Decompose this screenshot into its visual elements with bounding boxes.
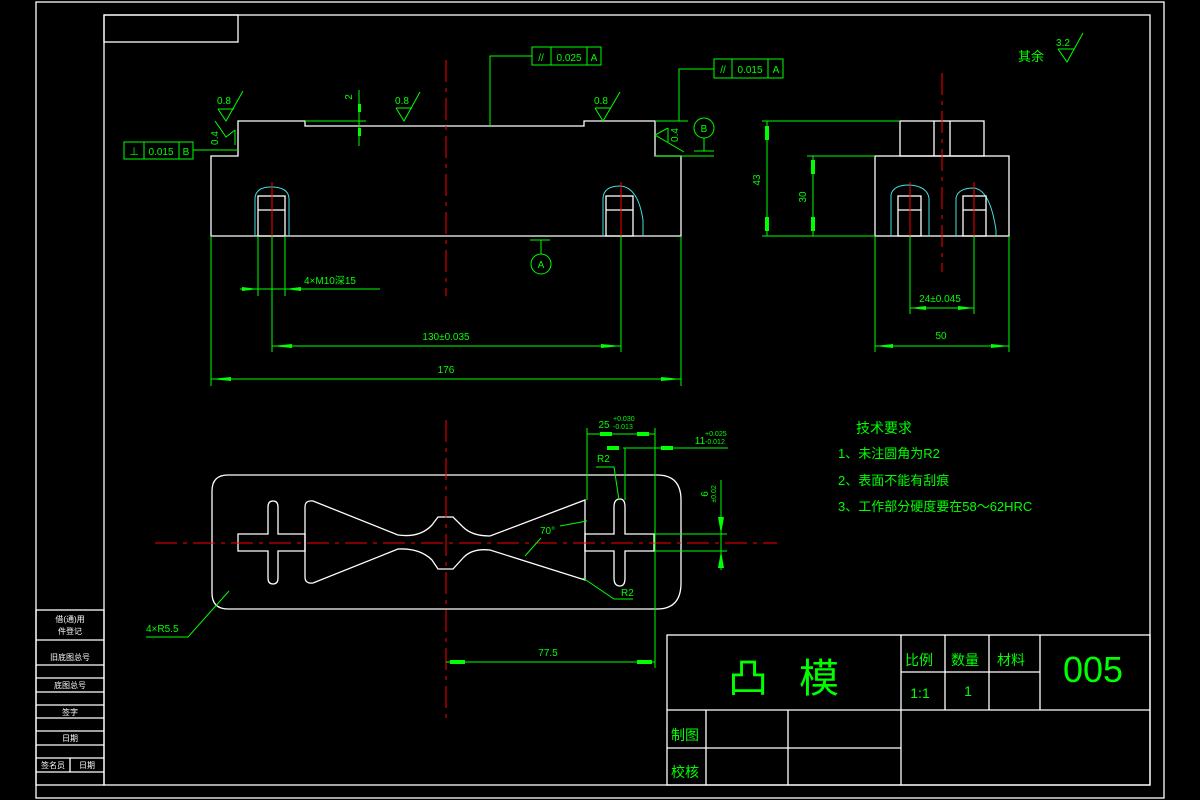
svg-text:⊥: ⊥	[129, 146, 139, 158]
dim-slot-width: 25	[598, 420, 610, 431]
inner-border	[103, 14, 1151, 786]
side-table-row: 签字	[62, 707, 78, 717]
top-view: 25 +0.030 -0.013 11 +0.025 -0.012 6 ±0.0…	[146, 416, 777, 720]
part-name-char: 模	[799, 657, 839, 701]
tech-req-item: 1、未注圆角为R2	[838, 446, 940, 461]
dim-body-height: 30	[798, 191, 809, 203]
side-table: 借(通)用 件登记 旧底图总号 底图总号 签字 日期 签名员 日期	[35, 609, 105, 786]
dim-width: 50	[935, 331, 947, 342]
other-surface-finish: 其余 3.2	[1018, 32, 1084, 64]
material-label: 材料	[997, 652, 1025, 668]
dim-overall-length: 176	[438, 365, 455, 376]
dim-center-distance: 77.5	[538, 648, 558, 659]
corner-label-box	[103, 14, 239, 43]
svg-text:0.4: 0.4	[210, 131, 221, 145]
quantity-label: 数量	[951, 652, 979, 668]
front-section-view: 176 130±0.035 4×M10深15 2 A B	[123, 46, 784, 386]
dim-height: 43	[752, 174, 763, 186]
svg-text:B: B	[183, 147, 190, 158]
datum-b-label: B	[701, 124, 708, 135]
surface-finish-mark: 0.8	[217, 90, 244, 122]
svg-text:A: A	[591, 53, 598, 64]
svg-text:±0.02: ±0.02	[711, 485, 718, 503]
scale-value: 1:1	[910, 685, 930, 701]
dim-corner-radius: 4×R5.5	[146, 624, 179, 635]
side-table-row: 签名员	[41, 760, 65, 770]
datum-b-symbol	[693, 117, 715, 139]
datum-a-symbol	[530, 253, 552, 275]
svg-text:-0.013: -0.013	[613, 424, 633, 431]
drawn-by-label: 制图	[671, 727, 699, 743]
checked-by-label: 校核	[671, 764, 699, 780]
tolerance-frame-parallelism: // 0.015 A	[678, 58, 784, 121]
side-table-row: 日期	[62, 734, 78, 743]
svg-text:A: A	[773, 65, 780, 76]
threaded-hole	[955, 187, 997, 237]
dim-fillet-upper: R2	[597, 454, 610, 465]
quantity-value: 1	[964, 683, 972, 699]
svg-text://: //	[720, 65, 726, 76]
side-table-row: 旧底图总号	[50, 652, 90, 662]
svg-text:-0.012: -0.012	[705, 439, 725, 446]
tech-req-item: 3、工作部分硬度要在58～62HRC	[838, 499, 1032, 514]
side-view: 43 30 24±0.045 50	[752, 73, 1010, 352]
side-table-row: 件登记	[58, 626, 82, 636]
datum-a-label: A	[538, 260, 545, 271]
dim-side-hole-spacing: 24±0.045	[919, 294, 961, 305]
technical-requirements: 技术要求 1、未注圆角为R2 2、表面不能有刮痕 3、工作部分硬度要在58～62…	[838, 420, 1032, 514]
tolerance-frame-parallelism: // 0.025 A	[489, 46, 602, 126]
svg-text:0.025: 0.025	[556, 53, 581, 64]
svg-text:0.4: 0.4	[670, 128, 681, 142]
dim-step: 2	[344, 94, 355, 100]
svg-text:0.8: 0.8	[594, 96, 608, 107]
dim-hole-spacing: 130±0.035	[422, 332, 470, 343]
tolerance-frame-perpendicularity: ⊥ 0.015 B	[123, 141, 238, 160]
side-table-row: 底图总号	[54, 680, 86, 690]
svg-text:0.015: 0.015	[148, 147, 173, 158]
side-table-row: 日期	[79, 761, 95, 770]
surface-finish-mark: 0.4	[210, 120, 236, 145]
tech-req-title: 技术要求	[856, 420, 912, 436]
svg-text:0.8: 0.8	[217, 96, 231, 107]
dim-slot-height: 6	[700, 491, 711, 497]
surface-finish-mark: 0.4	[653, 127, 685, 153]
svg-text:0.015: 0.015	[737, 65, 762, 76]
scale-label: 比例	[905, 652, 933, 668]
svg-text:+0.030: +0.030	[613, 416, 635, 423]
dim-fillet-lower: R2	[621, 588, 634, 599]
title-block: 凸 模 比例 1:1 数量 1 材料 005 制图 校核	[666, 634, 1151, 786]
threaded-hole	[602, 185, 644, 237]
svg-text://: //	[538, 53, 544, 64]
outer-border	[35, 1, 1165, 799]
drawing-number: 005	[1063, 649, 1123, 690]
svg-text:0.8: 0.8	[395, 96, 409, 107]
dim-angle: 70°	[540, 526, 555, 537]
svg-text:3.2: 3.2	[1056, 38, 1070, 49]
part-name-char: 凸	[728, 657, 768, 701]
svg-text:+0.025: +0.025	[705, 431, 727, 438]
side-table-row: 借(通)用	[55, 614, 84, 624]
surface-finish-mark: 0.8	[594, 91, 621, 122]
dim-thread: 4×M10深15	[304, 275, 356, 287]
dim-offset: 11	[695, 436, 706, 447]
tech-req-item: 2、表面不能有刮痕	[838, 473, 949, 488]
svg-text:其余: 其余	[1018, 49, 1044, 64]
surface-finish-mark: 0.8	[395, 91, 421, 122]
